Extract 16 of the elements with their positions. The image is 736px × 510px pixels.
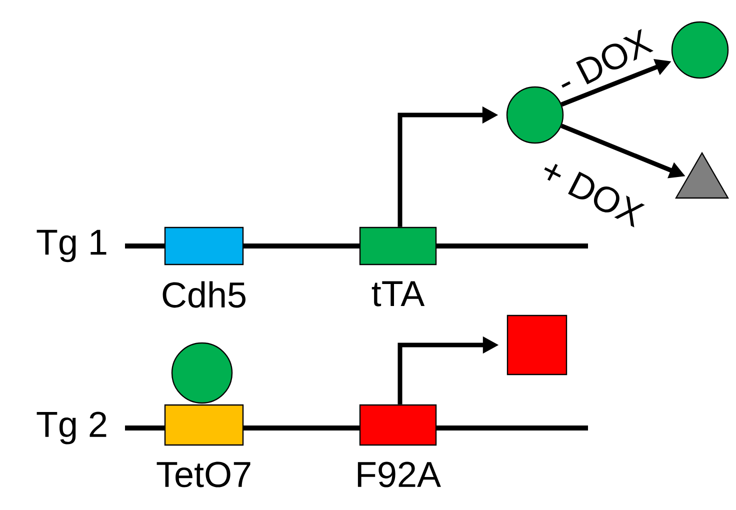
shape-circle: [506, 86, 564, 144]
node-label: F92A: [358, 462, 441, 488]
gene-label: Tg 1: [36, 230, 106, 262]
shape-circle: [171, 342, 233, 404]
gene-box: TetO7: [156, 404, 250, 488]
node-label: Cdh5: [162, 281, 246, 308]
edge-label: - DOX: [562, 28, 654, 88]
shape-circle: [671, 21, 729, 79]
node-label: TetO7: [156, 462, 250, 488]
gene-box: tTA: [359, 226, 437, 306]
gene-box: F92A: [358, 404, 441, 488]
gene-label: Tg 2: [36, 412, 106, 444]
shape-square: [506, 314, 568, 376]
edge-label: + DOX: [544, 164, 645, 228]
gene-box: Cdh5: [162, 226, 246, 308]
node-label: tTA: [372, 281, 425, 306]
